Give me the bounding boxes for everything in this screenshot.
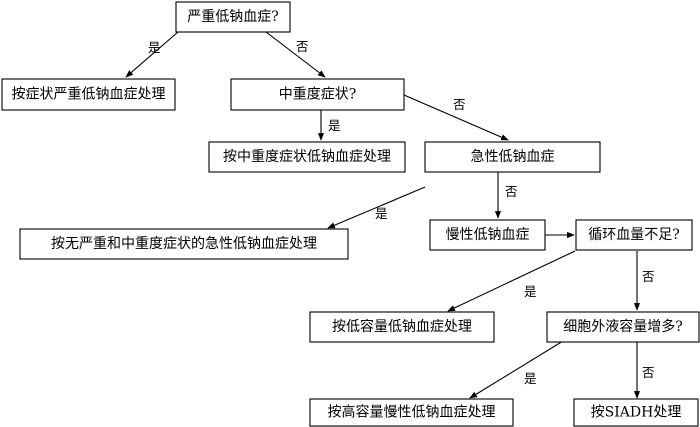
node-chronic-hyponatremia: 慢性低钠血症 [429,219,546,251]
node-treat-moderate-severe: 按中重度症状低钠血症处理 [208,141,406,173]
node-treat-low-volume: 按低容量低钠血症处理 [309,311,495,343]
edges [125,31,641,399]
node-treat-siadh: 按SIADH处理 [573,398,699,427]
edge-label-moderate-yes: 是 [328,118,341,133]
node-treat-moderate-severe-label: 按中重度症状低钠血症处理 [223,149,391,165]
node-treat-low-volume-label: 按低容量低钠血症处理 [332,318,472,335]
node-ecf-volume-question-label: 细胞外液容量增多? [563,318,683,335]
node-treat-acute-no-symptoms: 按无严重和中重度症状的急性低钠血症处理 [19,228,349,260]
node-severe-question-label: 严重低钠血症? [187,9,279,25]
node-moderate-question-label: 中重度症状? [279,87,357,103]
node-treat-high-volume-chronic: 按高容量慢性低钠血症处理 [309,398,514,427]
node-circulating-volume-question-label: 循环血量不足? [588,227,680,243]
edge-ecf-yes [469,340,564,399]
node-chronic-hyponatremia-label: 慢性低钠血症 [446,226,530,243]
node-circulating-volume-question: 循环血量不足? [575,219,693,251]
node-treat-high-volume-chronic-label: 按高容量慢性低钠血症处理 [328,404,496,421]
edge-label-ecf-yes: 是 [524,371,537,386]
node-treat-by-symptoms: 按症状严重低钠血症处理 [1,78,176,111]
node-severe-question: 严重低钠血症? [175,1,291,33]
edge-labels: 是 否 是 否 是 否 是 否 是 否 [148,39,655,386]
edge-label-moderate-no: 否 [453,97,466,112]
node-treat-acute-no-symptoms-label: 按无严重和中重度症状的急性低钠血症处理 [51,236,317,252]
edge-severe-no [265,31,326,78]
edge-severe-yes [125,31,179,78]
edge-label-acute-no: 否 [505,184,518,199]
node-treat-by-symptoms-label: 按症状严重低钠血症处理 [12,87,166,103]
edge-label-ecf-no: 否 [642,365,655,380]
node-ecf-volume-question: 细胞外液容量增多? [546,311,700,343]
edge-label-volume-yes: 是 [524,284,537,299]
edge-label-severe-no: 否 [296,39,309,54]
edge-label-severe-yes: 是 [148,40,161,55]
node-moderate-question: 中重度症状? [230,78,405,111]
edge-label-volume-no: 否 [642,269,655,284]
edge-volume-yes [447,250,576,312]
node-treat-siadh-label: 按SIADH处理 [591,405,682,421]
node-acute-hyponatremia-label: 急性低钠血症 [471,149,555,165]
node-acute-hyponatremia: 急性低钠血症 [424,141,601,173]
edge-moderate-no [403,94,509,141]
edge-label-acute-yes: 是 [375,206,388,221]
edge-acute-yes [327,186,426,229]
